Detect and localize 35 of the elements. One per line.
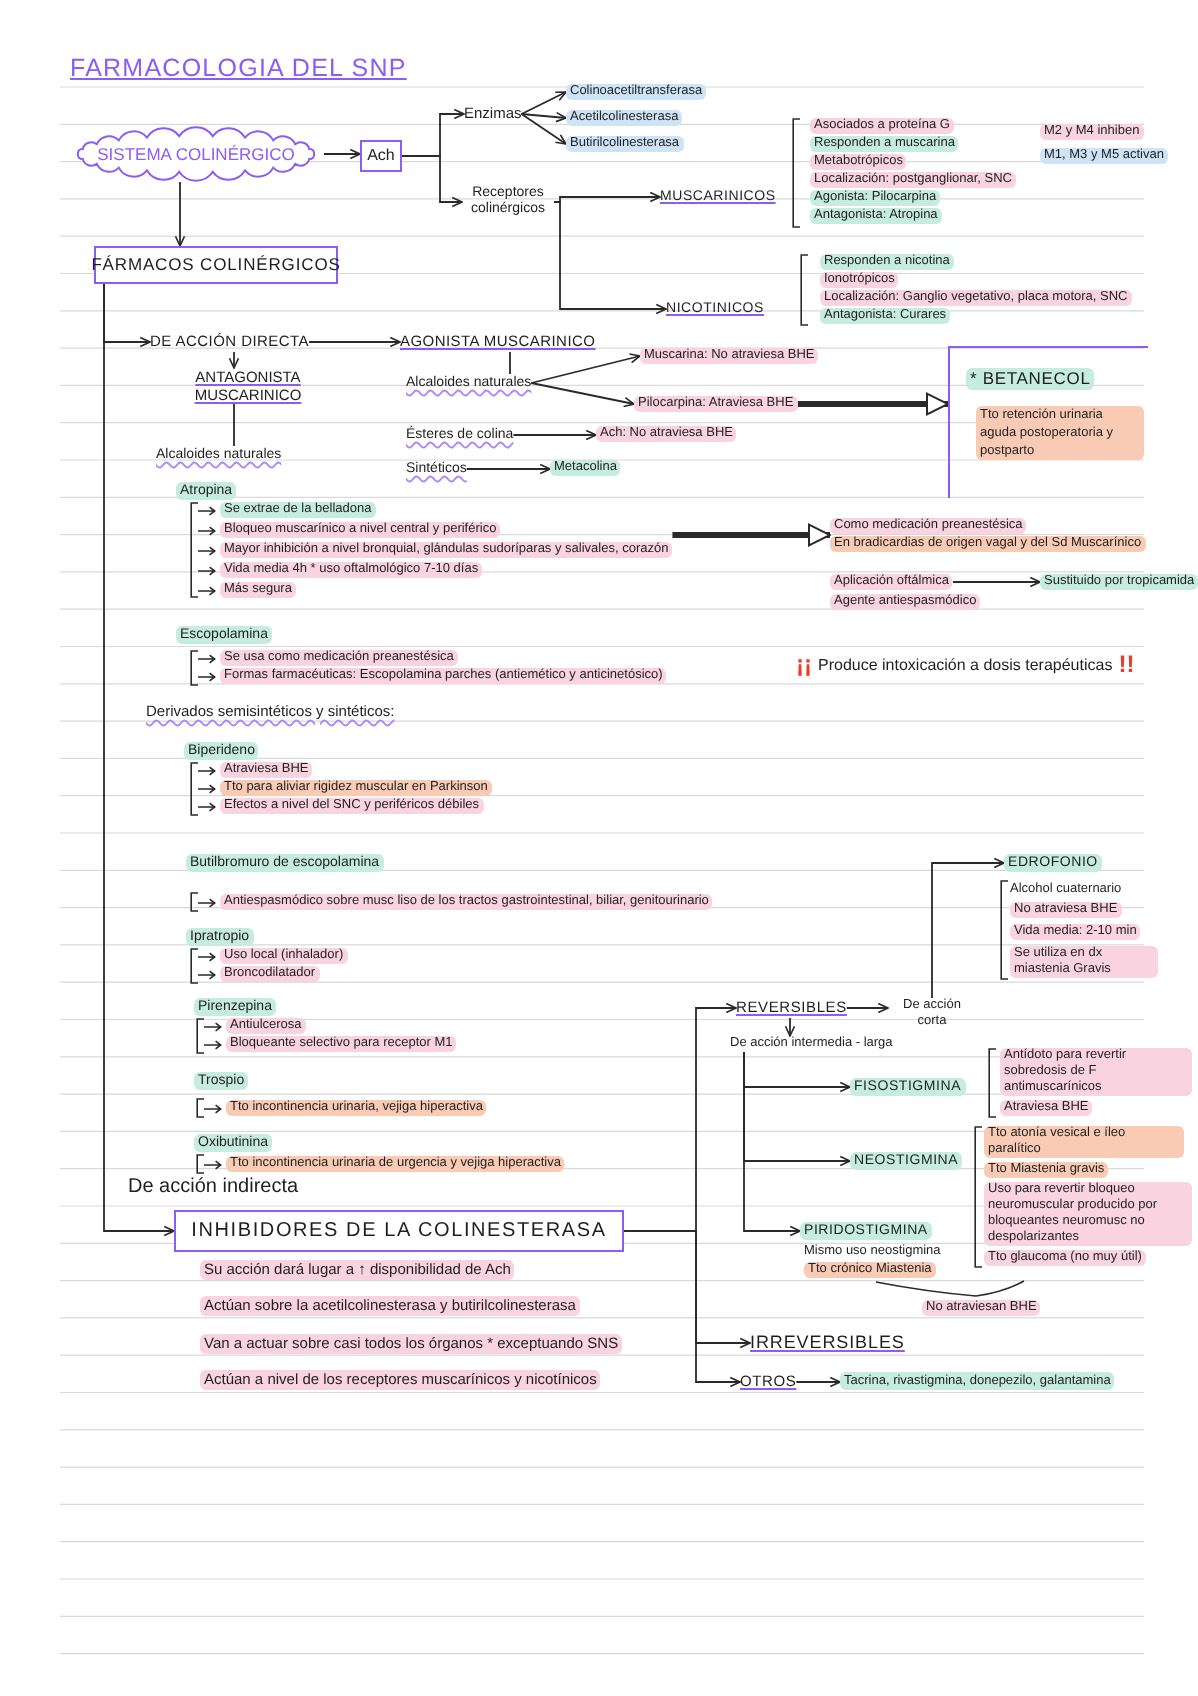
connector-line xyxy=(233,403,235,447)
arrow xyxy=(174,181,186,247)
arrow xyxy=(228,351,240,369)
section-box: INHIBIDORES DE LA COLINESTERASA xyxy=(174,1210,624,1252)
arrow xyxy=(520,113,567,145)
page-title: FARMACOLOGIA DEL SNP xyxy=(70,52,407,84)
arrow xyxy=(784,1017,796,1037)
hollow-arrow xyxy=(672,523,831,547)
term-box: Ach xyxy=(360,140,402,172)
arrow xyxy=(931,857,1005,999)
arrow xyxy=(623,1230,741,1388)
arrow xyxy=(308,336,401,348)
hollow-arrow xyxy=(797,392,949,416)
emphasis-marks: !! xyxy=(1118,650,1135,678)
arrow xyxy=(103,283,175,1237)
emphasis-marks: ¡¡ xyxy=(796,650,812,678)
arrow xyxy=(520,91,567,115)
arrow xyxy=(530,382,635,408)
arrow xyxy=(323,148,361,160)
arrow xyxy=(512,429,597,441)
arrow xyxy=(553,191,661,203)
arrow xyxy=(520,111,567,123)
arrow xyxy=(845,1002,889,1014)
bordered-panel xyxy=(948,346,1148,498)
connector-line xyxy=(509,351,511,375)
drug-heading: * BETANECOL xyxy=(966,368,1095,390)
arrow xyxy=(465,463,551,475)
arrow xyxy=(553,201,667,315)
arrow xyxy=(401,155,463,208)
category-heading: IRREVERSIBLES xyxy=(750,1332,905,1354)
arrow xyxy=(530,353,641,384)
warning-note: Produce intoxicación a dosis terapéuticas xyxy=(818,654,1113,678)
arrow xyxy=(952,576,1041,588)
arrow xyxy=(795,1376,841,1388)
arrow xyxy=(743,1051,801,1237)
